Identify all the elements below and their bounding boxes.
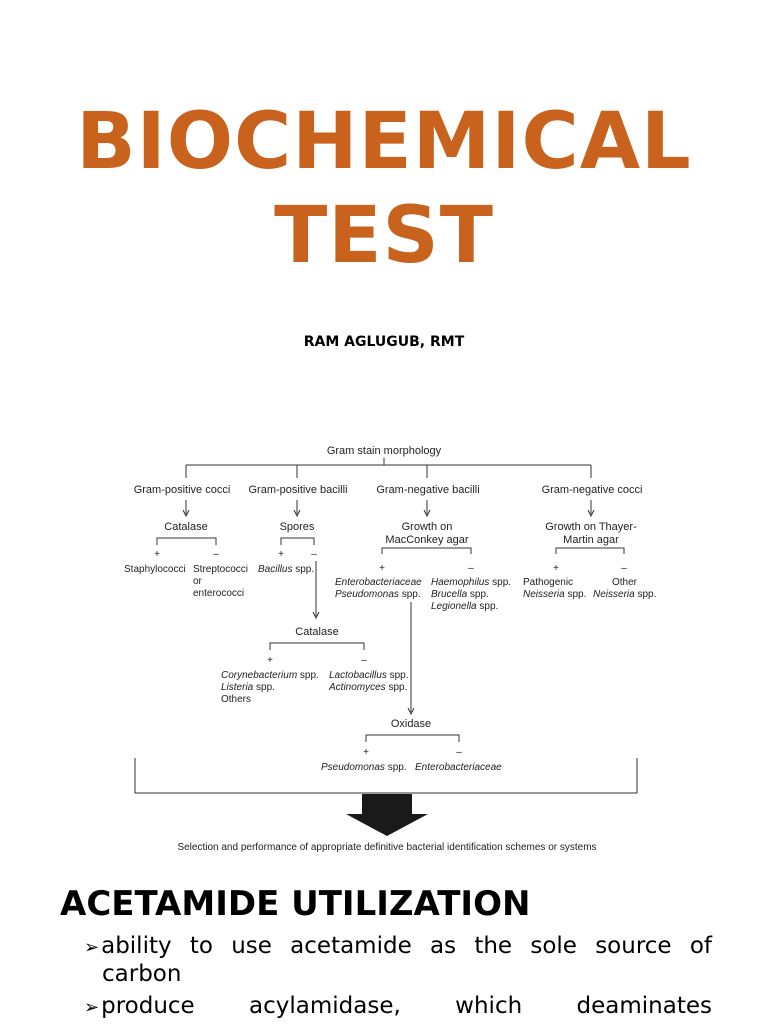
bullet-1-line-2: carbon	[102, 961, 182, 987]
catalase-2-plus: +	[267, 655, 273, 666]
gnc-plus: +	[553, 563, 559, 574]
gpc-negative-result-3: enterococci	[193, 588, 244, 599]
gnb-negative-result-3: Legionella spp.	[431, 601, 498, 612]
catalase-2-minus: –	[361, 655, 367, 666]
down-arrow-icon	[346, 794, 428, 836]
gpc-catalase-label: Catalase	[164, 521, 207, 533]
gnb-macconkey-label-2: MacConkey agar	[385, 534, 468, 546]
title-line-2: TEST	[274, 191, 494, 281]
branch-gram-positive-bacilli: Gram-positive bacilli	[248, 484, 347, 496]
gnc-thayer-martin-label-1: Growth on Thayer-	[545, 521, 637, 533]
gnc-positive-result-1: Pathogenic	[523, 577, 573, 588]
bullet-2-line-1: produce acylamidase, which deaminates	[101, 993, 712, 1019]
branch-gram-negative-cocci: Gram-negative cocci	[542, 484, 643, 496]
catalase-2-positive-1: Corynebacterium spp.	[221, 670, 319, 681]
oxidase-negative-result: Enterobacteriaceae	[415, 762, 502, 773]
gnb-positive-result-2: Pseudomonas spp.	[335, 589, 421, 600]
gnb-minus: –	[468, 563, 474, 574]
oxidase-label: Oxidase	[391, 718, 431, 730]
gnc-negative-result-2: Neisseria spp.	[593, 589, 656, 600]
gnb-plus: +	[379, 563, 385, 574]
identification-flowchart: Gram stain morphology Gram-positive cocc…	[124, 445, 656, 853]
author: RAM AGLUGUB, RMT	[303, 334, 465, 350]
catalase-2-negative-1: Lactobacillus spp.	[329, 670, 409, 681]
catalase-2-label: Catalase	[295, 626, 338, 638]
gpc-plus: +	[154, 549, 160, 560]
bullet-1-line-1: ability to use acetamide as the sole sou…	[101, 933, 712, 959]
gpb-minus: –	[311, 549, 317, 560]
gpc-negative-result-1: Streptococci	[193, 564, 248, 575]
gpc-positive-result: Staphylococci	[124, 564, 186, 575]
gpb-positive-result: Bacillus spp.	[258, 564, 314, 575]
bullet-1: ➢ability to use acetamide as the sole so…	[84, 932, 712, 962]
oxidase-plus: +	[363, 747, 369, 758]
gnc-negative-result-1: Other	[612, 577, 638, 588]
gnb-negative-result-2: Brucella spp.	[431, 589, 489, 600]
title-line-1: BIOCHEMICAL	[76, 97, 692, 187]
gpb-plus: +	[278, 549, 284, 560]
catalase-2-negative-2: Actinomyces spp.	[328, 682, 407, 693]
gnc-positive-result-2: Neisseria spp.	[523, 589, 586, 600]
gpc-negative-result-2: or	[193, 576, 203, 587]
root-label: Gram stain morphology	[327, 445, 442, 457]
branch-gram-negative-bacilli: Gram-negative bacilli	[376, 484, 479, 496]
section-heading: ACETAMIDE UTILIZATION	[60, 884, 531, 924]
oxidase-minus: –	[456, 747, 462, 758]
gpb-spores-label: Spores	[280, 521, 315, 533]
catalase-2-positive-3: Others	[221, 694, 251, 705]
gnb-macconkey-label-1: Growth on	[402, 521, 453, 533]
bullet-arrow-icon: ➢	[84, 937, 100, 958]
bullet-2: ➢produce acylamidase, which deaminates	[84, 992, 712, 1022]
flowchart-footer: Selection and performance of appropriate…	[177, 842, 596, 853]
gpc-minus: –	[213, 549, 219, 560]
gnb-negative-result-1: Haemophilus spp.	[431, 577, 511, 588]
gnb-positive-result-1: Enterobacteriaceae	[335, 577, 422, 588]
catalase-2-positive-2: Listeria spp.	[221, 682, 275, 693]
bullet-arrow-icon: ➢	[84, 997, 100, 1018]
gnc-minus: –	[621, 563, 627, 574]
oxidase-positive-result: Pseudomonas spp.	[321, 762, 407, 773]
gnc-thayer-martin-label-2: Martin agar	[563, 534, 619, 546]
branch-gram-positive-cocci: Gram-positive cocci	[134, 484, 231, 496]
